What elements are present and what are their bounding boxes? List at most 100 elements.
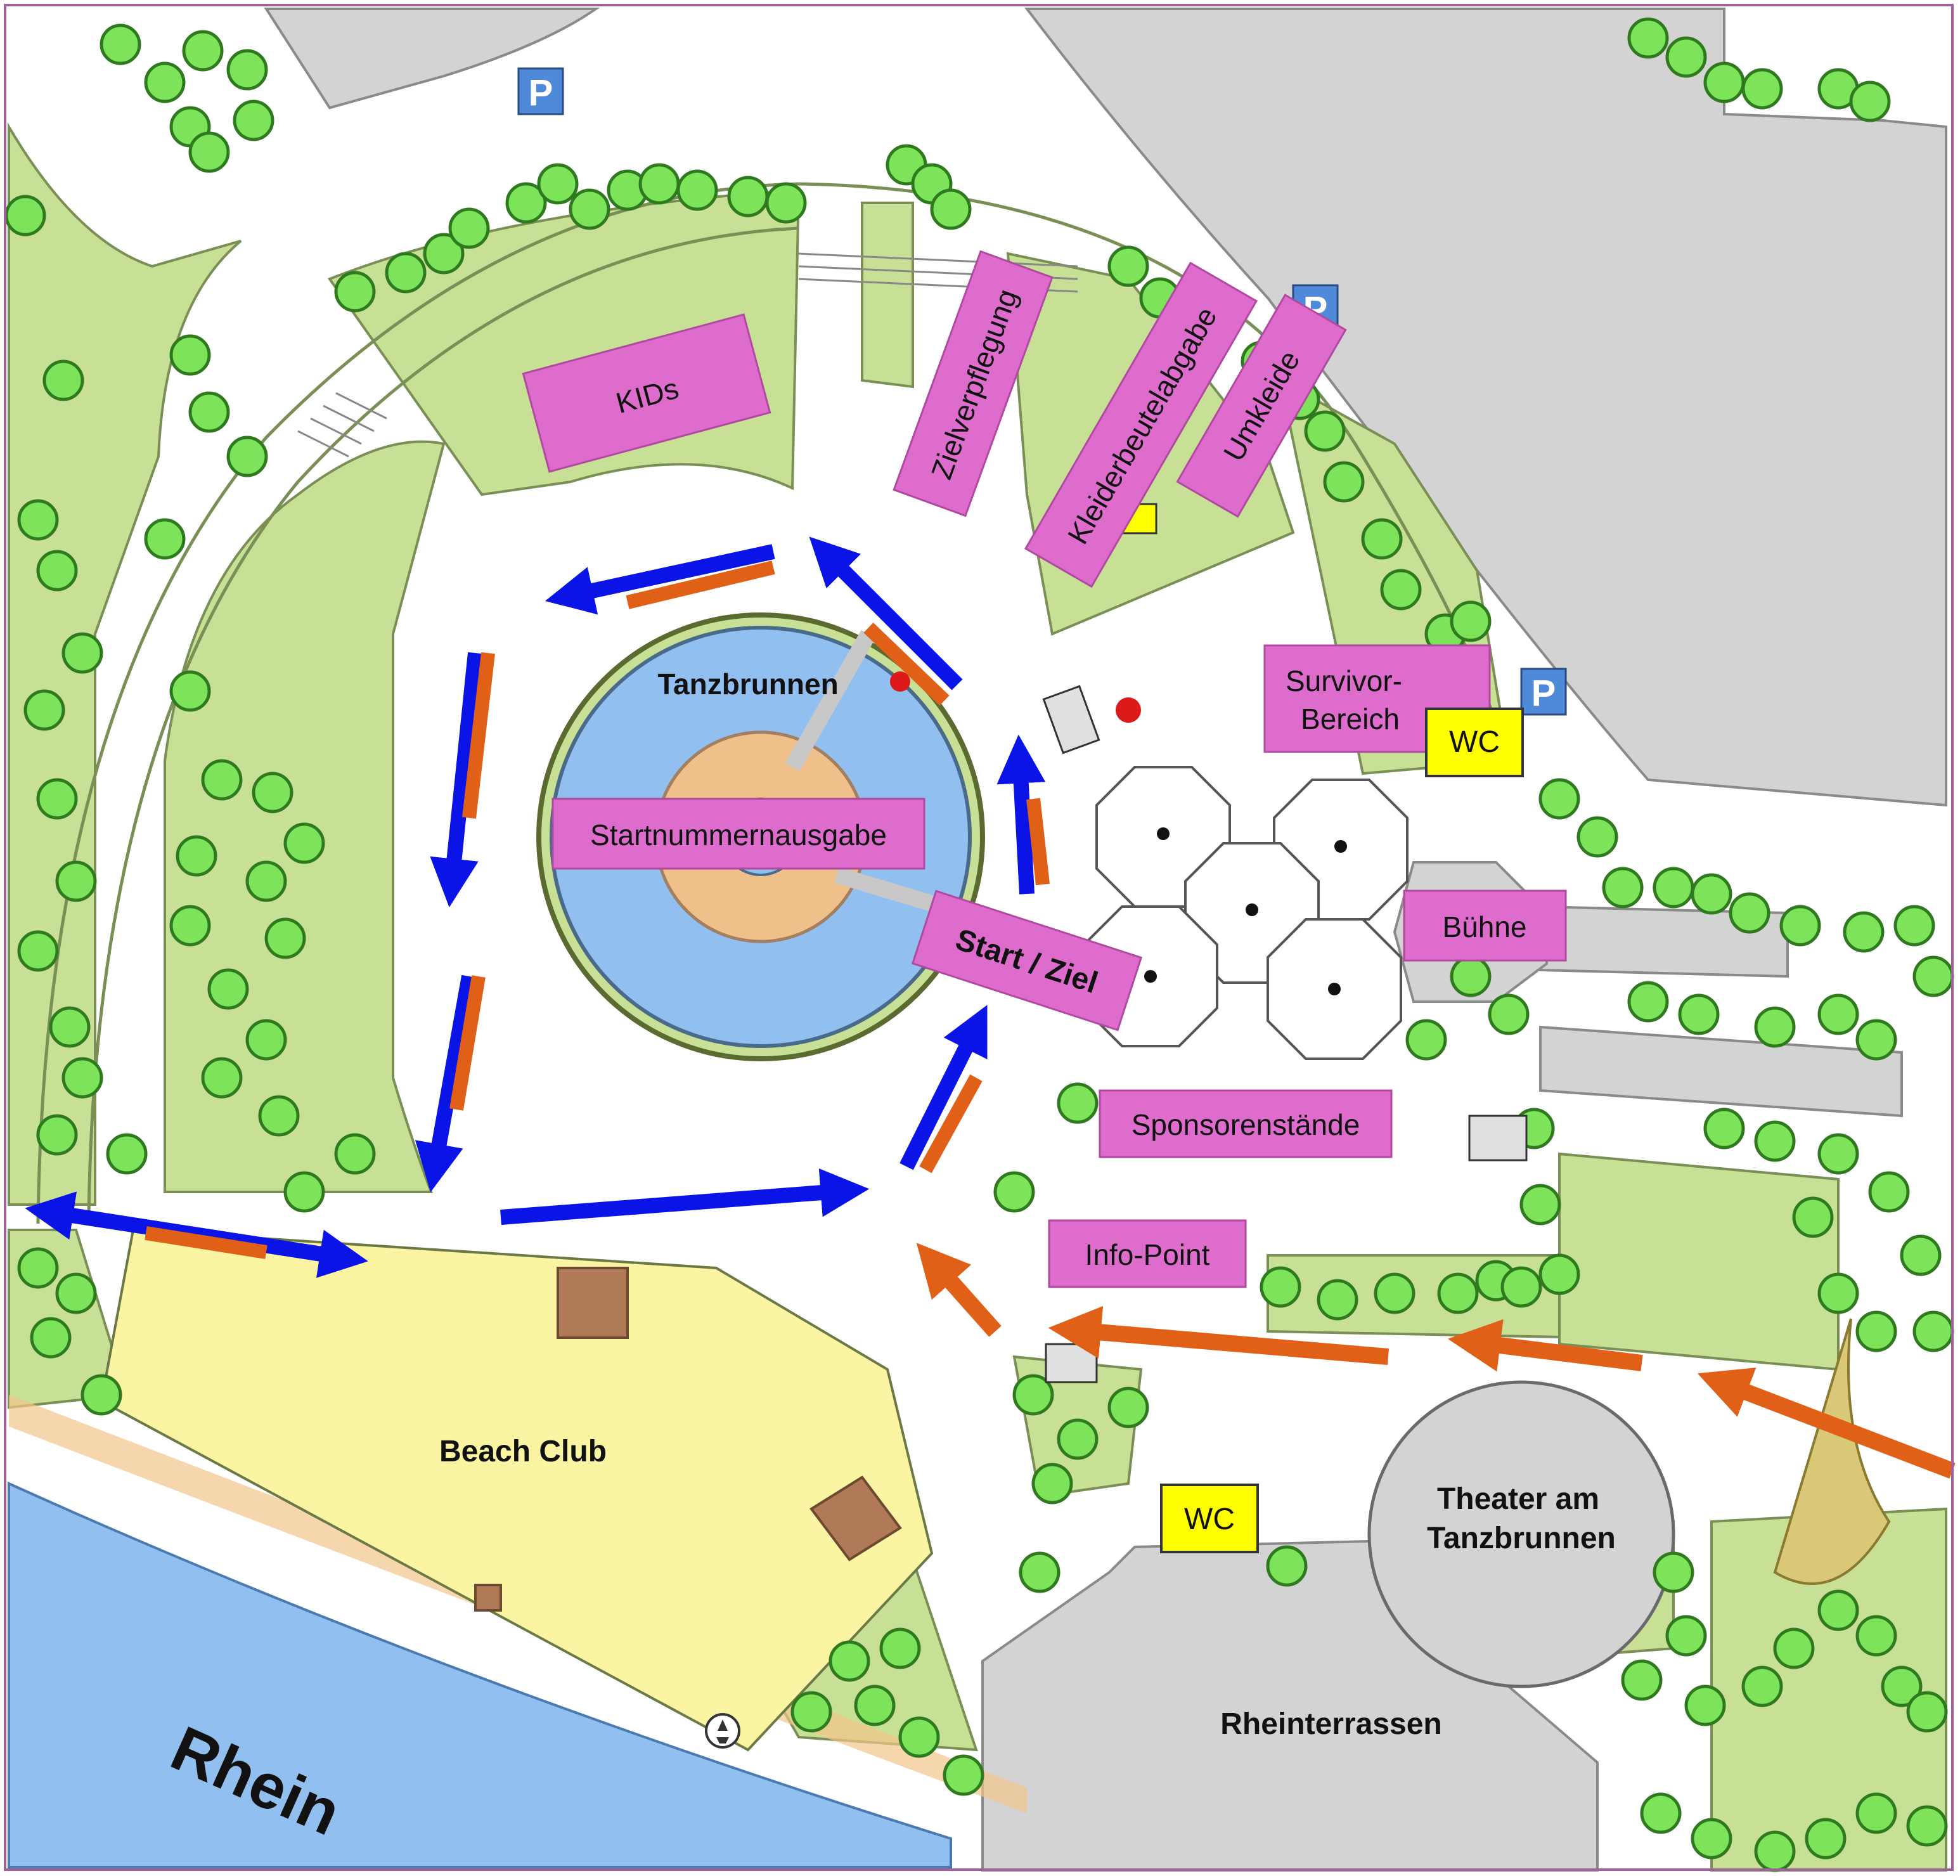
tree-icon: [1855, 1310, 1897, 1352]
tree-icon: [334, 1133, 376, 1175]
tree-icon: [1893, 905, 1935, 947]
tree-icon: [1012, 1374, 1054, 1416]
tree-icon: [17, 930, 59, 972]
tree-icon: [1450, 600, 1492, 642]
tree-icon: [1519, 1184, 1561, 1226]
svg-text:Survivor-: Survivor-: [1286, 664, 1402, 697]
beach-bars: [474, 1267, 902, 1612]
tree-icon: [1906, 1691, 1948, 1733]
tree-icon: [245, 860, 287, 902]
tree-icon: [1437, 1272, 1479, 1314]
tree-icon: [207, 968, 249, 1010]
tree-icon: [55, 860, 97, 902]
tree-icon: [1805, 1818, 1847, 1860]
tree-icon: [226, 436, 268, 477]
tree-icon: [638, 163, 680, 205]
tree-icon: [385, 252, 427, 294]
tree-icon: [537, 163, 579, 205]
tree-icon: [1031, 1463, 1073, 1504]
tree-icon: [1665, 36, 1707, 78]
tree-icon: [1729, 892, 1770, 934]
tree-icon: [1741, 1666, 1783, 1707]
svg-text:WC: WC: [1184, 1503, 1235, 1536]
tree-icon: [4, 195, 46, 236]
label-wc-south: WC: [1160, 1484, 1259, 1553]
tree-icon: [61, 1057, 103, 1099]
tree-icon: [188, 391, 230, 433]
label-wc-east: WC: [1425, 708, 1524, 777]
tree-icon: [23, 689, 65, 731]
tree-icon: [1773, 1627, 1815, 1669]
tree-icon: [1912, 955, 1954, 997]
tree-icon: [765, 182, 807, 224]
tree-icon: [1665, 1615, 1707, 1657]
label-sponsoren: Sponsorenstände: [1099, 1089, 1393, 1158]
tree-icon: [1881, 1666, 1923, 1707]
tree-icon: [676, 169, 718, 211]
label-theater-line1: Theater am: [1437, 1482, 1599, 1516]
theater-building: [1367, 1380, 1675, 1688]
tree-icon: [1317, 1279, 1358, 1321]
tree-icon: [1602, 867, 1644, 909]
tree-icon: [226, 49, 268, 91]
tree-icon: [49, 1006, 91, 1048]
svg-text:WC: WC: [1449, 725, 1500, 759]
tree-icon: [1576, 816, 1618, 858]
tree-icon: [569, 188, 610, 230]
tree-icon: [1703, 61, 1745, 103]
parking-sign: P: [517, 67, 564, 115]
tree-icon: [898, 1716, 940, 1758]
tree-icon: [1792, 1196, 1834, 1238]
blue-route-arrow: [500, 1168, 870, 1225]
tree-icon: [879, 1627, 921, 1669]
tree-icon: [1266, 1545, 1308, 1587]
tree-icon: [201, 1057, 243, 1099]
tree-icon: [448, 207, 490, 249]
tree-icon: [61, 632, 103, 674]
tree-icon: [1779, 905, 1821, 947]
tree-icon: [233, 100, 274, 141]
label-tanzbrunnen: Tanzbrunnen: [657, 668, 838, 701]
tree-icon: [930, 188, 972, 230]
svg-text:P: P: [529, 72, 553, 113]
tree-icon: [334, 271, 376, 313]
tree-icon: [201, 759, 243, 801]
tree-icon: [264, 917, 306, 959]
label-buehne: Bühne: [1403, 889, 1567, 962]
svg-text:Info-Point: Info-Point: [1085, 1238, 1210, 1271]
pavilion-dots: [1144, 827, 1347, 995]
tree-icon: [1868, 1171, 1910, 1213]
tree-icon: [1374, 1272, 1415, 1314]
tree-icon: [1653, 1551, 1694, 1593]
tree-icon: [252, 772, 293, 813]
blue-route-arrow: [430, 652, 483, 908]
tree-icon: [1703, 1108, 1745, 1149]
tree-icon: [30, 1317, 72, 1359]
tree-icon: [17, 499, 59, 541]
tree-icon: [1912, 1310, 1954, 1352]
tree-icon: [1640, 1792, 1682, 1834]
tree-icon: [1691, 873, 1732, 915]
tree-icon: [100, 23, 141, 65]
tree-icon: [1107, 245, 1149, 287]
trees: [4, 17, 1954, 1872]
tree-icon: [1817, 1133, 1859, 1175]
tree-icon: [1323, 461, 1365, 503]
tree-icon: [1019, 1551, 1061, 1593]
tree-icon: [169, 334, 211, 376]
orange-route-arrow: [1026, 798, 1050, 886]
rhine-river: [8, 1481, 952, 1868]
tree-icon: [1627, 981, 1669, 1023]
red-marker-small: [890, 671, 910, 692]
orange-route-arrow: [626, 560, 775, 609]
pedestrian-symbol: [705, 1713, 740, 1749]
label-theater-line2: Tanzbrunnen: [1427, 1522, 1616, 1555]
tree-icon: [1107, 1387, 1149, 1428]
tree-icon: [1538, 1253, 1580, 1295]
svg-text:Sponsorenstände: Sponsorenstände: [1132, 1108, 1360, 1141]
tree-icon: [144, 61, 186, 103]
tree-icon: [1260, 1266, 1301, 1308]
blue-route-arrow: [809, 536, 963, 690]
tree-icon: [423, 233, 465, 275]
